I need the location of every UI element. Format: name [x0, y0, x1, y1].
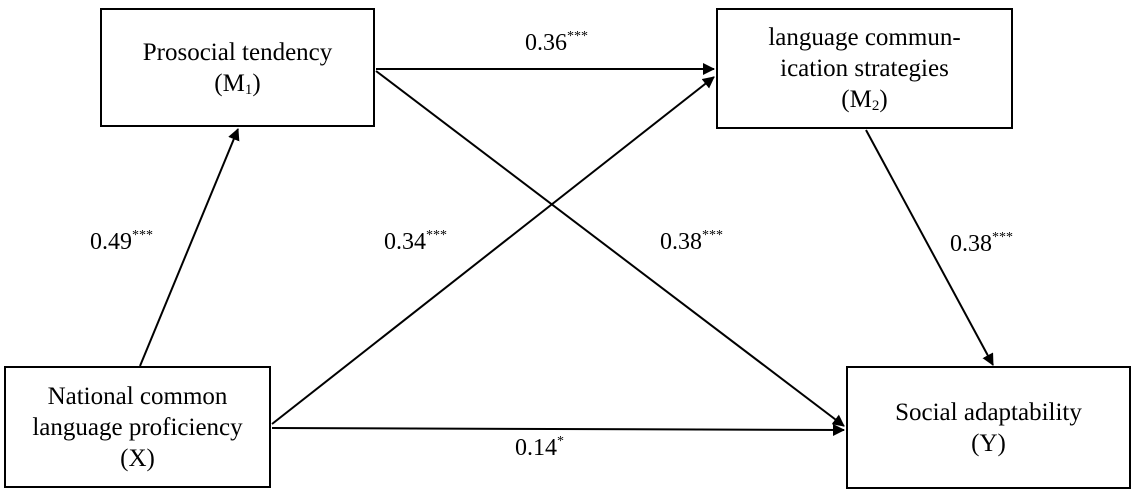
node-x-label-line2: language proficiency: [32, 413, 243, 441]
node-m2-symbol: (M2): [841, 86, 888, 114]
node-prosocial-tendency: Prosocial tendency (M1): [100, 8, 375, 127]
node-m1-label: Prosocial tendency: [142, 38, 333, 66]
node-y-label: Social adaptability: [895, 398, 1082, 426]
node-x-symbol: (X): [120, 444, 155, 472]
node-national-common-language-proficiency: National common language proficiency (X): [4, 366, 271, 488]
node-m2-label-line1: language commun-: [768, 24, 961, 51]
arrow-x-to-y: [271, 423, 845, 436]
arrow-x-to-m2: [271, 76, 715, 425]
arrow-m2-to-y: [865, 129, 994, 366]
node-m2-label-line2: ication strategies: [780, 55, 949, 82]
coefficient-m1-y: 0.38***: [660, 228, 723, 256]
node-language-communication-strategies: language commun- ication strategies (M2): [716, 8, 1013, 129]
coefficient-x-m1: 0.49***: [90, 228, 153, 256]
coefficient-x-m2: 0.34***: [384, 228, 447, 256]
node-social-adaptability: Social adaptability (Y): [846, 366, 1131, 489]
node-y-symbol: (Y): [971, 429, 1006, 457]
coefficient-m2-y: 0.38***: [950, 230, 1013, 258]
arrow-m1-to-y: [375, 70, 845, 427]
node-m1-symbol: (M1): [214, 69, 261, 98]
node-x-label-line1: National common: [47, 382, 228, 410]
arrow-x-to-m1: [139, 128, 240, 367]
coefficient-m1-m2: 0.36***: [525, 29, 588, 57]
coefficient-x-y: 0.14*: [515, 434, 564, 462]
